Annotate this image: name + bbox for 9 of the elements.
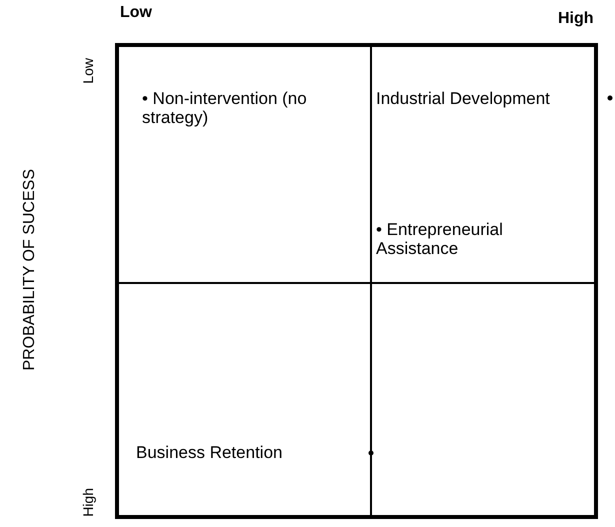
quadrant-item: • Non-intervention (no strategy)	[142, 89, 308, 127]
quadrant-item: • Entrepreneurial Assistance	[376, 220, 504, 258]
quadrant-item: Business Retention	[136, 443, 282, 462]
quadrant-item: Industrial Development	[376, 89, 550, 108]
axis-title: PROBABILITY OF SUCESS	[21, 169, 39, 371]
axis-end-label: Low	[120, 3, 152, 22]
axis-end-label: Low	[80, 58, 96, 84]
axis-end-label: High	[80, 488, 96, 517]
axis-end-label: High	[558, 9, 594, 28]
